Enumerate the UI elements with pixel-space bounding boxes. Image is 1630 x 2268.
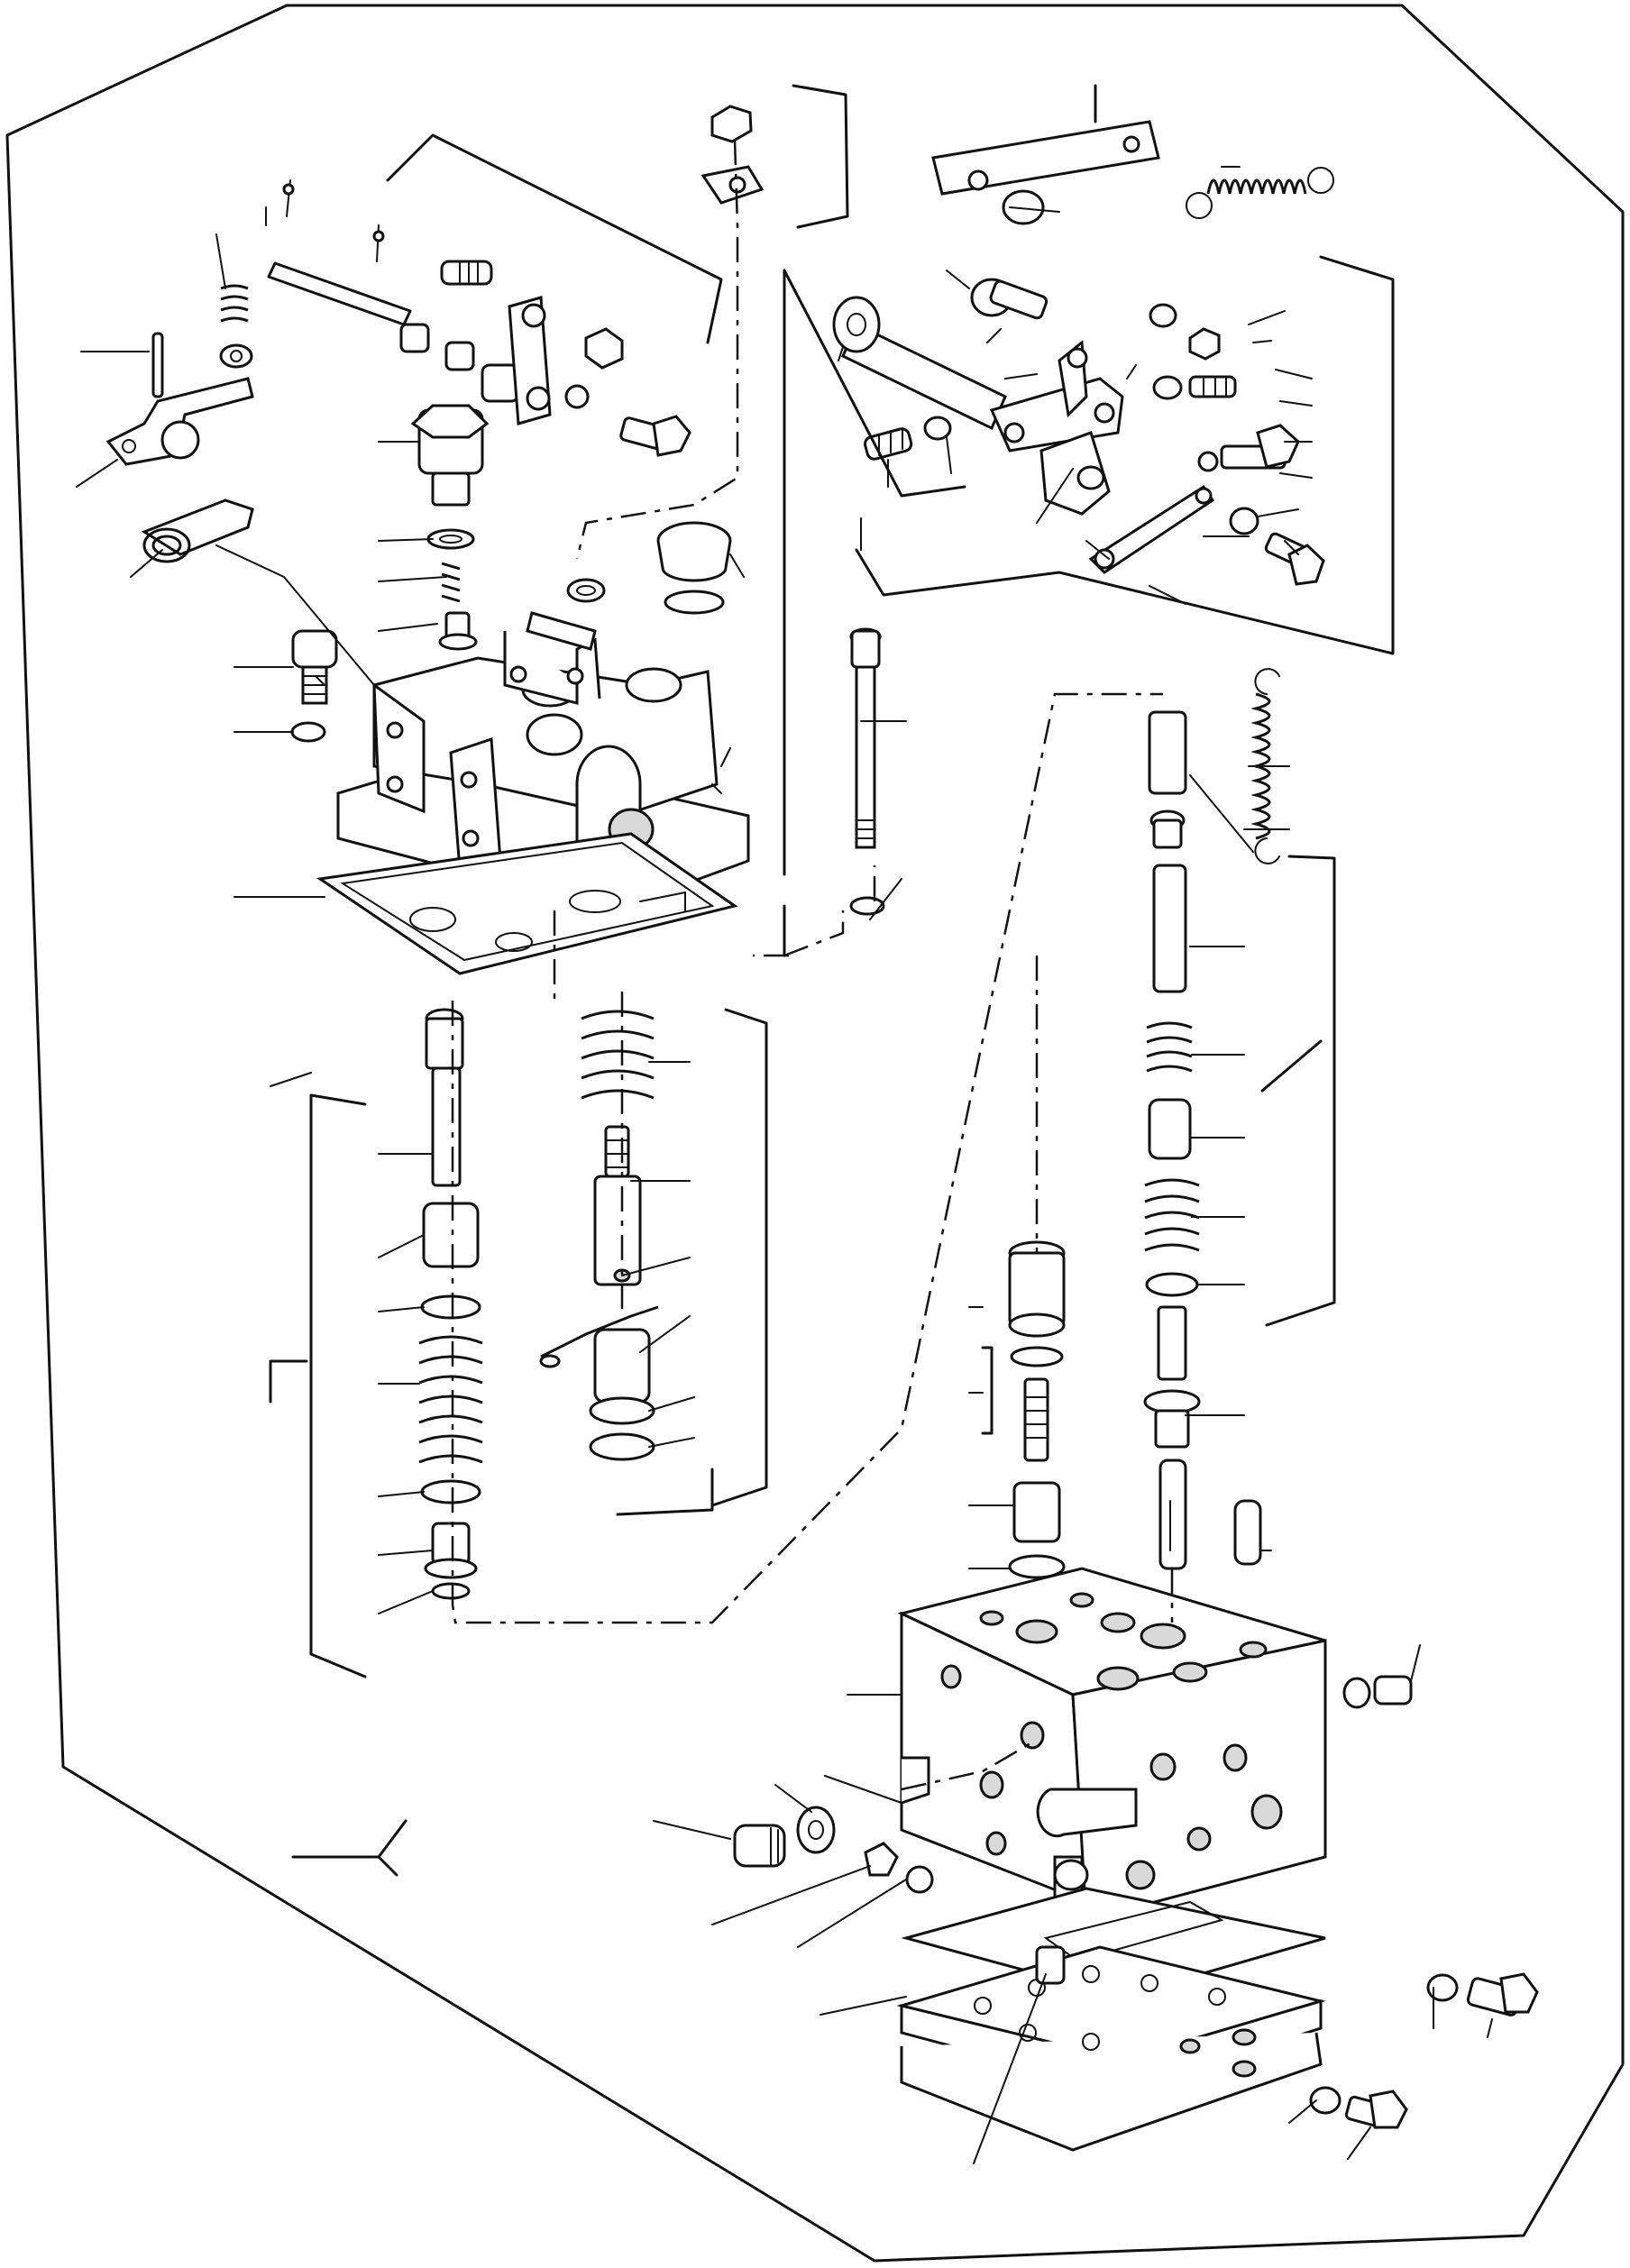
long-bolt — [849, 627, 885, 916]
outer-frame — [5, 4, 1625, 2263]
center-valve-stack — [1008, 1240, 1262, 1579]
leader-lines — [76, 166, 1493, 2164]
left-valve-stack — [418, 1008, 483, 1600]
bracket-lines — [269, 84, 1395, 1877]
left-linkage-group — [105, 179, 691, 563]
side-plugs — [733, 1675, 1539, 2129]
main-valve-body — [897, 1567, 1327, 1922]
right-valve-stack — [1143, 710, 1201, 1570]
right-linkage-group — [832, 120, 1334, 864]
top-center-parts — [290, 105, 765, 743]
middle-valve-stack — [539, 1010, 659, 1461]
center-lines — [451, 139, 1174, 1791]
bottom-plates — [896, 1887, 1326, 2152]
cover-gasket — [316, 832, 738, 975]
